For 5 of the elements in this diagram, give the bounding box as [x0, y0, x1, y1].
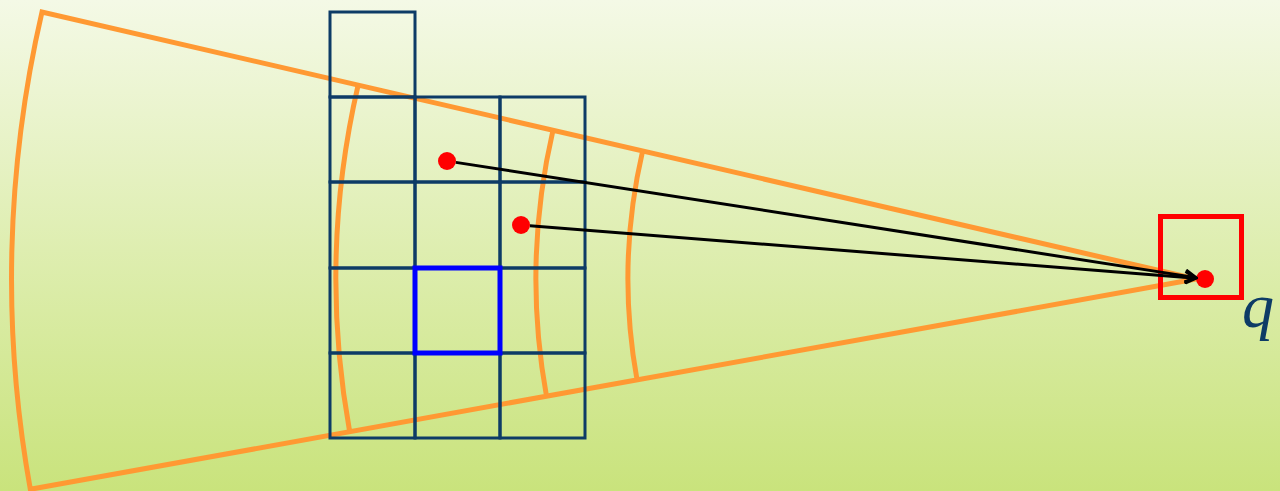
- point-marker: [438, 152, 456, 170]
- arrow: [455, 160, 1198, 284]
- point-marker: [1196, 270, 1214, 288]
- point-marker: [512, 216, 530, 234]
- arrow: [529, 224, 1198, 285]
